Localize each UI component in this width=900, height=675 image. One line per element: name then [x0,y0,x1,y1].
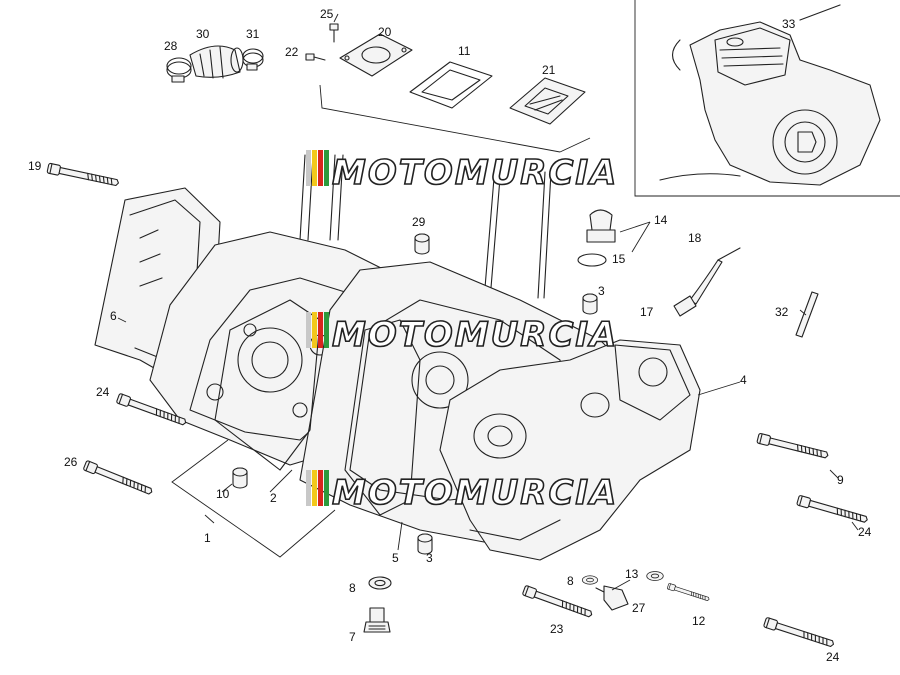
callout-31: 31 [246,27,260,41]
watermark-text: MOTOMURCIA [332,315,618,355]
callout-labels: 25 20 30 31 28 22 11 21 33 19 29 14 15 1… [28,7,872,664]
watermark-text: MOTOMURCIA [332,153,618,193]
cylinder-studs [299,154,552,301]
callout-10: 10 [216,487,230,501]
callout-32: 32 [775,305,789,319]
engine-inset [634,0,900,197]
drain-plug-27 [595,585,629,611]
callout-3-bottom: 3 [426,551,433,565]
callout-23: 23 [550,622,564,636]
callout-24-right: 24 [858,525,872,539]
callout-29: 29 [412,215,426,229]
filler-plug-14 [577,209,616,267]
callout-33: 33 [782,17,796,31]
callout-15: 15 [612,252,626,266]
watermark-text: MOTOMURCIA [332,473,618,513]
callout-24-left: 24 [96,385,110,399]
callout-28: 28 [164,39,178,53]
callout-25: 25 [320,7,334,21]
callout-9: 9 [837,473,844,487]
callout-6: 6 [110,309,117,323]
watermark-middle: MOTOMURCIA [306,312,618,356]
callout-13: 13 [625,567,639,581]
callout-8-right: 8 [567,574,574,588]
hose-clamp-31 [242,48,264,71]
intake-flange-20 [339,33,413,77]
screw-22 [305,53,326,61]
callout-24-bottom: 24 [826,650,840,664]
gasket-11 [409,61,493,109]
callout-2: 2 [270,491,277,505]
callout-19: 19 [28,159,42,173]
hose-clamp-28 [166,57,192,83]
callout-3-top: 3 [598,284,605,298]
bracket-32 [795,291,819,338]
callout-5: 5 [392,551,399,565]
callout-1: 1 [204,531,211,545]
drain-plug-7 [363,607,391,633]
watermark-bottom: MOTOMURCIA [306,470,618,514]
screw-25 [329,23,339,43]
reed-block-21 [509,77,586,125]
callout-4: 4 [740,373,747,387]
callout-18: 18 [688,231,702,245]
callout-22: 22 [285,45,299,59]
callout-26: 26 [64,455,78,469]
callout-12: 12 [692,614,706,628]
callout-27: 27 [632,601,646,615]
callout-14: 14 [654,213,668,227]
callout-30: 30 [196,27,210,41]
leader-lines [117,13,859,591]
callout-20: 20 [378,25,392,39]
callout-7: 7 [349,630,356,644]
clutch-cover-4 [439,339,701,561]
callout-8-left: 8 [349,581,356,595]
intake-boot-30 [189,45,244,79]
breather-hose-18 [673,247,741,317]
callout-21: 21 [542,63,556,77]
gasket-5 [344,319,421,516]
callout-17: 17 [640,305,654,319]
callout-11: 11 [458,44,471,58]
watermark-top: MOTOMURCIA [306,150,618,194]
